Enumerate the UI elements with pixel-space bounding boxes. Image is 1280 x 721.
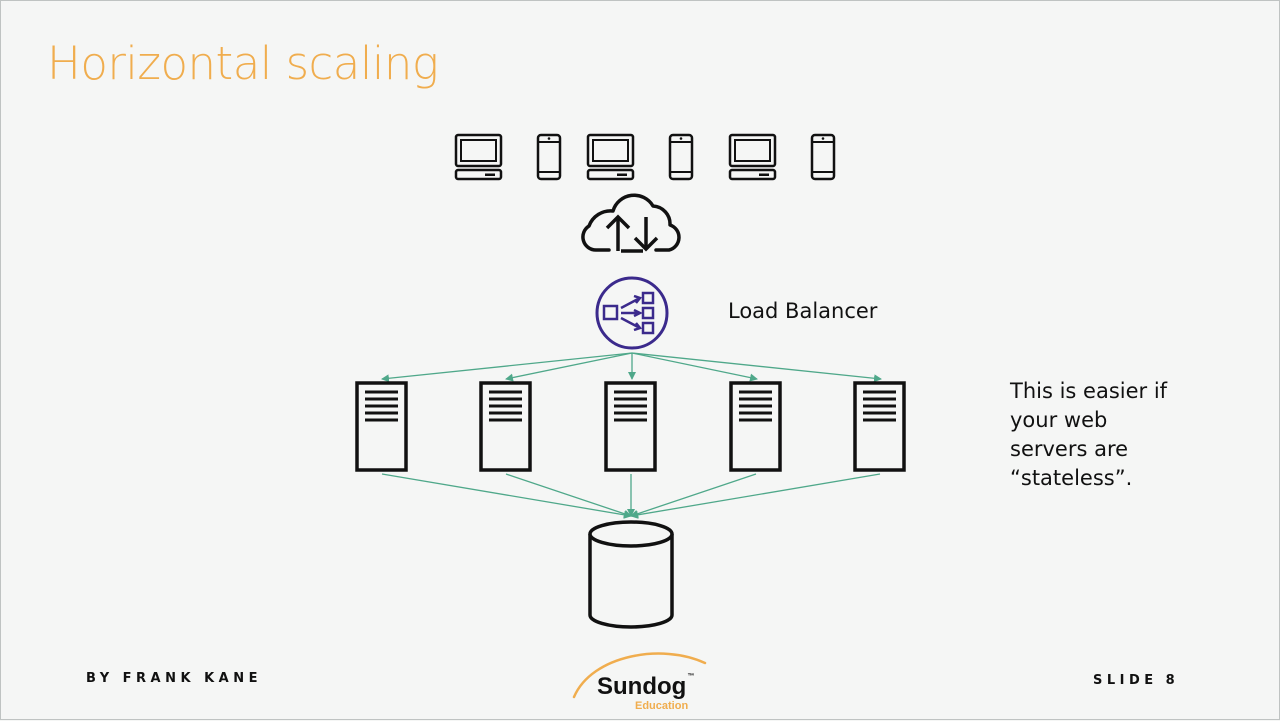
footer-author: BY FRANK KANE (86, 671, 262, 686)
logo-trademark: ™ (687, 673, 695, 680)
database-icon (588, 520, 674, 629)
note-line: your web (1010, 408, 1108, 432)
arrow (631, 352, 758, 382)
note-line: servers are (1010, 437, 1129, 461)
cloud-upload-download-icon (581, 193, 681, 253)
arrow (631, 352, 882, 383)
stateless-note: This is easier if your web servers are “… (1010, 377, 1200, 493)
laptop-icon (728, 133, 777, 181)
server-icon (355, 381, 408, 472)
laptop-icon (586, 133, 635, 181)
load-balancer-label: Load Balancer (728, 299, 878, 323)
note-line: This is easier if (1010, 379, 1168, 403)
arrow (505, 352, 633, 382)
arrow (381, 352, 633, 383)
logo-swoosh-icon (572, 652, 707, 699)
arrow (505, 473, 632, 518)
arrow (381, 473, 632, 519)
note-line: “stateless”. (1010, 466, 1133, 490)
load-balancer-to-server-arrows (381, 352, 882, 383)
server-icon (479, 381, 532, 472)
phone-icon (810, 133, 836, 181)
server-icon (729, 381, 782, 472)
slide-number-label: SLIDE 8 (1093, 673, 1179, 688)
slide-number: 8 (1165, 673, 1180, 688)
logo-subtext: Education (635, 700, 689, 712)
load-balancer-icon (595, 276, 669, 350)
arrow (630, 473, 757, 518)
laptop-icon (454, 133, 503, 181)
slide-label: SLIDE (1093, 673, 1158, 688)
phone-icon (668, 133, 694, 181)
logo-text: Sundog (597, 673, 687, 700)
sundog-logo: Sundog™ Education (567, 645, 717, 717)
arrow (630, 473, 881, 519)
server-icon (853, 381, 906, 472)
server-to-database-arrows (381, 473, 881, 519)
phone-icon (536, 133, 562, 181)
slide-title: Horizontal scaling (47, 37, 439, 90)
server-icon (604, 381, 657, 472)
